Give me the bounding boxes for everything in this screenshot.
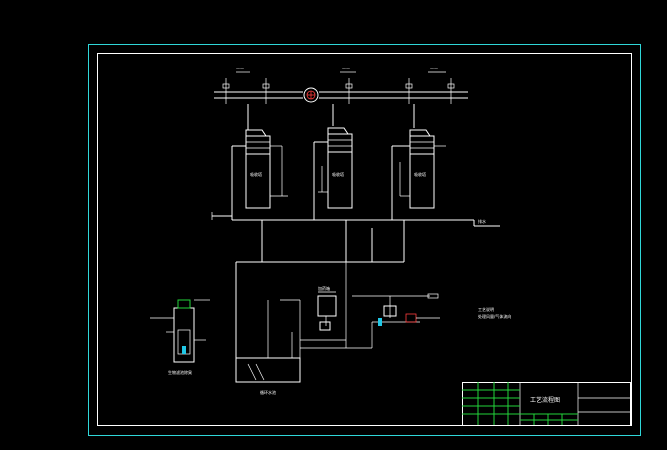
outer-frame [88,44,641,436]
reagent-tank-label: 加药箱 [318,285,330,291]
svg-text:——: —— [430,66,438,71]
drain-right-label: 排水 [478,218,486,224]
tower-middle: 吸收塔 [313,104,353,220]
left-unit-label: 生物滤池除臭 [168,369,192,375]
svg-text:——: —— [342,66,350,71]
svg-text:——: —— [236,66,244,71]
settling-tank-label: 循环水池 [260,389,276,395]
title-block: 工艺流程图 [462,382,631,426]
tower-left: 吸收塔 [231,104,288,220]
header-pipe: —— —— —— [214,66,468,104]
reagent-unit: 加药箱 [280,262,372,358]
tower-right: 吸收塔 [391,104,446,220]
tank-mid-label: 吸收塔 [332,171,344,177]
collection-piping: 排水 [211,212,500,358]
settling-tank: 循环水池 [235,300,301,395]
svg-text:处理风量/气体流向: 处理风量/气体流向 [478,313,511,319]
inner-frame [97,53,632,426]
title-block-title: 工艺流程图 [530,396,560,404]
tank-right-label: 吸收塔 [414,171,426,177]
tank-left-label: 吸收塔 [250,171,262,177]
fan-icon [303,87,319,103]
left-unit: 生物滤池除臭 [150,299,210,375]
svg-text:工艺说明: 工艺说明 [478,306,494,312]
dosing-unit-right [352,293,440,348]
process-notes: 工艺说明 处理风量/气体流向 [478,306,511,319]
